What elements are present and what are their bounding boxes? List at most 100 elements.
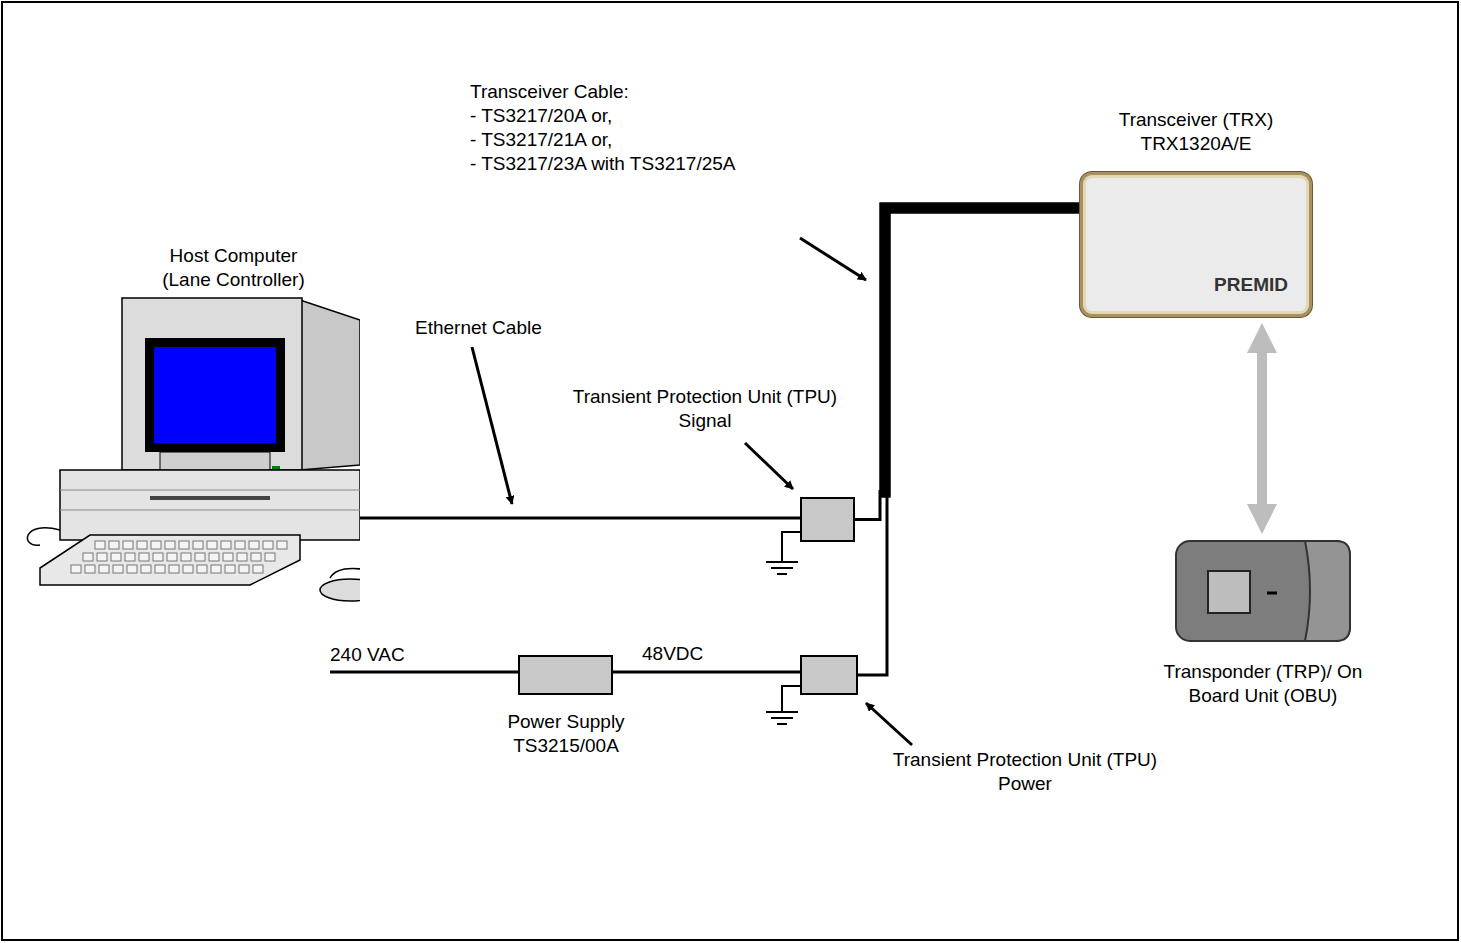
node-text: PREMID: [1214, 273, 1288, 297]
cable-line: [858, 490, 887, 675]
computer-part: [160, 452, 270, 470]
keyboard-key: [251, 553, 261, 561]
edge-label: 48VDC: [640, 642, 705, 666]
computer-illustration: [20, 240, 360, 605]
diagram-node: Power Supply TS3215/00A: [518, 655, 613, 695]
computer-part: [60, 510, 360, 511]
computer-part: [40, 535, 300, 585]
keyboard-key: [221, 541, 231, 549]
mains-wire: [330, 671, 518, 674]
computer-part: [27, 528, 60, 545]
text-label: - TS3217/21A or,: [468, 128, 614, 152]
keyboard-key: [125, 553, 135, 561]
cable-trunk: [885, 208, 1080, 492]
keyboard-key: [207, 541, 217, 549]
keyboard-key: [99, 565, 109, 573]
keyboard-key: [141, 565, 151, 573]
keyboard-key: [139, 553, 149, 561]
node-text: Power Supply TS3215/00A: [501, 710, 631, 758]
text-label: - TS3217/23A with TS3217/25A: [468, 152, 737, 176]
cable-line: [613, 671, 800, 674]
transponder-body: [1176, 541, 1350, 641]
diagram-node: Transceiver (TRX) TRX1320A/E PREMID: [1080, 100, 1312, 317]
keyboard-key: [265, 553, 275, 561]
keyboard-key: [113, 565, 123, 573]
keyboard-key: [263, 541, 273, 549]
transponder-window: [1208, 571, 1250, 613]
diagram-node: Transponder (TRP)/ On Board Unit (OBU): [1175, 540, 1351, 705]
transponder-cap: [1305, 541, 1350, 641]
computer-part: [320, 579, 360, 601]
keyboard-key: [249, 541, 259, 549]
keyboard-key: [181, 553, 191, 561]
node-text: Transient Protection Unit (TPU) Power: [875, 748, 1175, 796]
diagram-node: Host Computer (Lane Controller): [20, 240, 360, 605]
keyboard-key: [167, 553, 177, 561]
tpu-box: [800, 655, 858, 695]
cable-trunk: [885, 208, 1080, 492]
cable-connector: [613, 672, 800, 673]
computer-part: [60, 490, 360, 491]
leader-line: [800, 238, 866, 280]
keyboard-key: [169, 565, 179, 573]
keyboard-key: [97, 553, 107, 561]
keyboard-key: [197, 565, 207, 573]
text-label: Transceiver Cable:: [468, 80, 631, 104]
keyboard-key: [111, 553, 121, 561]
keyboard-key: [253, 565, 263, 573]
cable-connector: [1247, 323, 1277, 534]
cable-connector: [858, 208, 1080, 675]
computer-part: [300, 300, 360, 470]
keyboard-key: [109, 541, 119, 549]
leader-line: [745, 443, 793, 489]
leader-line: [472, 347, 512, 504]
computer-part: [122, 298, 302, 470]
keyboard-key: [211, 565, 221, 573]
leader-line: [866, 703, 912, 745]
keyboard-key: [83, 553, 93, 561]
keyboard-key: [155, 565, 165, 573]
computer-part: [330, 568, 360, 578]
diagram-node: Transient Protection Unit (TPU) Signal: [800, 497, 855, 542]
keyboard-key: [223, 553, 233, 561]
text-label: - TS3217/20A or,: [468, 104, 614, 128]
keyboard-key: [235, 541, 245, 549]
keyboard-key: [237, 553, 247, 561]
transponder-mark: [1267, 592, 1277, 595]
node-text: Transient Protection Unit (TPU) Signal: [555, 385, 855, 433]
cable-line: [855, 490, 880, 520]
cable-line: [360, 517, 800, 520]
cable-connector: [360, 518, 800, 519]
keyboard-key: [151, 541, 161, 549]
keyboard-key: [71, 565, 81, 573]
node-text: Transponder (TRP)/ On Board Unit (OBU): [1163, 660, 1363, 708]
computer-part: [145, 338, 285, 452]
keyboard-key: [209, 553, 219, 561]
transceiver-housing: [1080, 172, 1312, 317]
arrow-head: [1247, 504, 1277, 534]
computer-part: [60, 470, 360, 540]
keyboard-key: [193, 541, 203, 549]
keyboard-keys: [71, 541, 287, 573]
keyboard-key: [239, 565, 249, 573]
keyboard-key: [225, 565, 235, 573]
tpu-box: [518, 655, 613, 695]
transponder-outline: [1175, 540, 1351, 642]
computer-part: [272, 466, 280, 469]
arrow-head: [1247, 323, 1277, 353]
computer-part: [150, 496, 270, 500]
node-text: Transceiver (TRX) TRX1320A/E: [1111, 108, 1281, 156]
computer-part: [154, 347, 276, 443]
keyboard-key: [183, 565, 193, 573]
keyboard-key: [95, 541, 105, 549]
transponder-shape: [1175, 540, 1351, 642]
keyboard-key: [85, 565, 95, 573]
keyboard-key: [137, 541, 147, 549]
node-text: Host Computer (Lane Controller): [151, 244, 316, 292]
text-label: 240 VAC: [328, 643, 407, 667]
diagram-node: Transient Protection Unit (TPU) Power: [800, 655, 858, 695]
keyboard-key: [195, 553, 205, 561]
keyboard-key: [127, 565, 137, 573]
